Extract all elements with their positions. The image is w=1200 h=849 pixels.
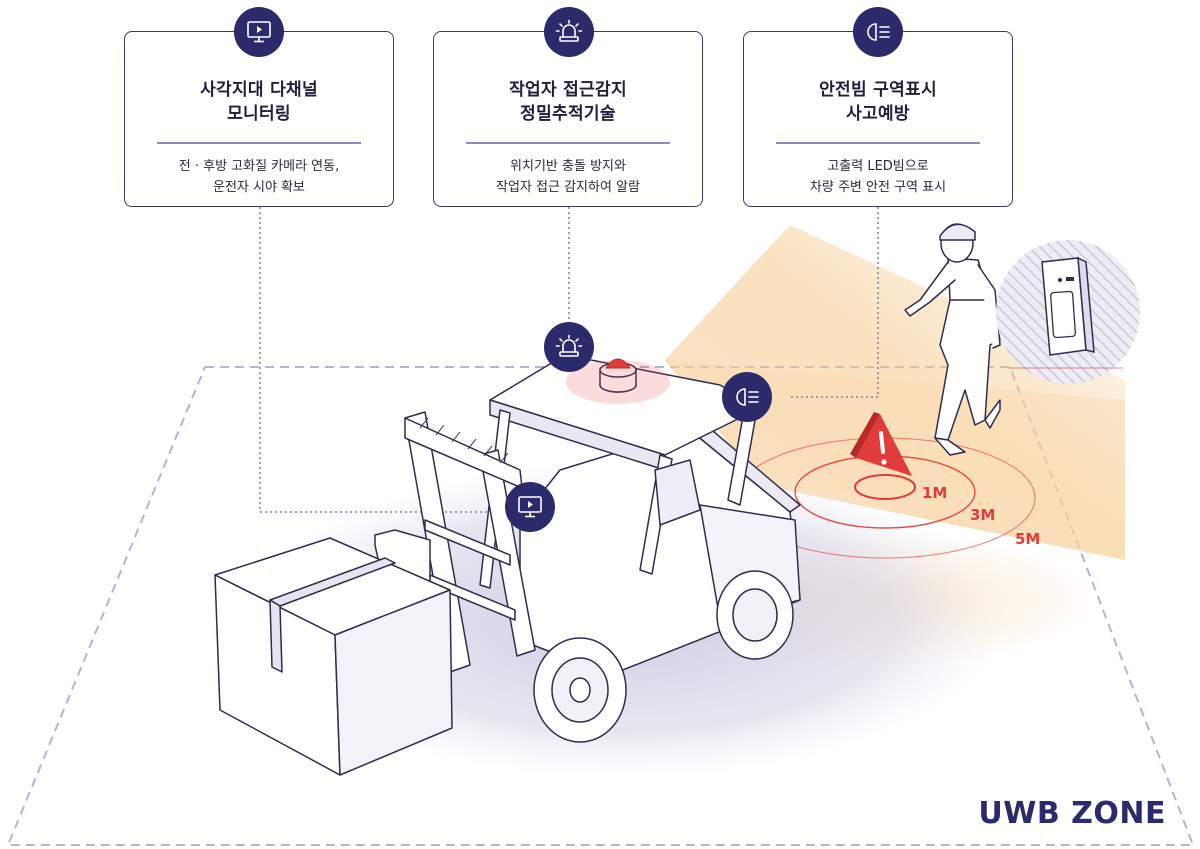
worker-figure bbox=[904, 223, 1001, 456]
distance-label-1m: 1M bbox=[922, 484, 948, 502]
uwb-tag-device bbox=[996, 240, 1140, 384]
card-description: 고출력 LED빔으로 차량 주변 안전 구역 표시 bbox=[809, 158, 947, 195]
divider bbox=[157, 142, 361, 144]
feature-card-safety-beam: 안전빔 구역표시 사고예방 고출력 LED빔으로 차량 주변 안전 구역 표시 bbox=[743, 31, 1013, 207]
divider bbox=[776, 142, 980, 144]
siren-icon bbox=[544, 322, 594, 372]
card-title: 작업자 접근감지 정밀추적기술 bbox=[509, 80, 627, 124]
headlight-icon bbox=[853, 7, 903, 57]
warning-triangle-icon bbox=[850, 412, 912, 476]
feature-card-proximity: 작업자 접근감지 정밀추적기술 위치기반 충돌 방지와 작업자 접근 감지하여 … bbox=[433, 31, 703, 207]
beacon-light bbox=[605, 358, 631, 369]
siren-icon bbox=[544, 7, 594, 57]
headlight-icon bbox=[722, 372, 772, 422]
uwb-zone-label: UWB ZONE bbox=[978, 796, 1166, 831]
uwb-zone-boundary bbox=[6, 366, 1195, 846]
card-description: 전 · 후방 고화질 카메라 연동, 운전자 시야 확보 bbox=[178, 158, 340, 195]
connector-lines bbox=[259, 207, 879, 513]
forklift bbox=[214, 354, 801, 776]
distance-label-3m: 3M bbox=[970, 506, 996, 524]
card-title: 사각지대 다채널 모니터링 bbox=[200, 80, 318, 124]
divider bbox=[466, 142, 670, 144]
card-description: 위치기반 충돌 방지와 작업자 접근 감지하여 알람 bbox=[496, 158, 640, 195]
feature-card-monitoring: 사각지대 다채널 모니터링 전 · 후방 고화질 카메라 연동, 운전자 시야 … bbox=[124, 31, 394, 207]
monitor-icon bbox=[505, 482, 555, 532]
distance-label-5m: 5M bbox=[1015, 530, 1041, 548]
card-title: 안전빔 구역표시 사고예방 bbox=[819, 80, 937, 124]
monitor-icon bbox=[234, 7, 284, 57]
